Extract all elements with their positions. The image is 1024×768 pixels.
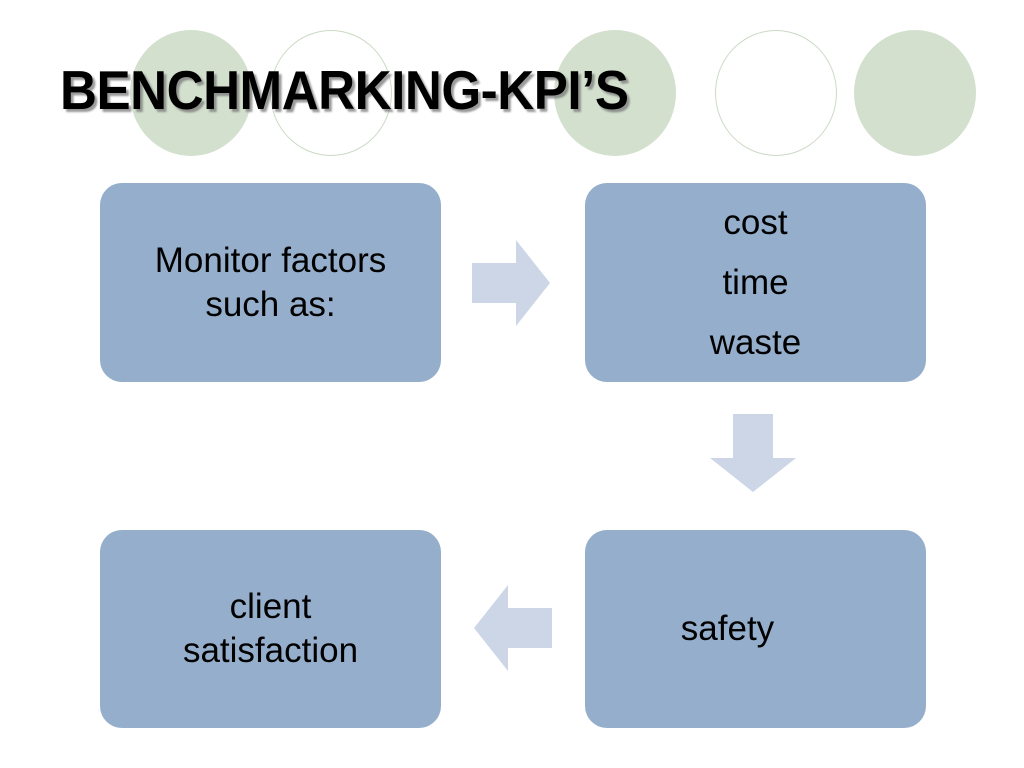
decorative-circle-4 bbox=[715, 30, 837, 156]
process-box-safety[interactable]: safety bbox=[585, 530, 926, 728]
process-box-monitor-factors-label: Monitor factors such as: bbox=[154, 240, 387, 324]
process-box-safety-label: safety bbox=[680, 609, 775, 648]
decorative-circle-5 bbox=[854, 30, 976, 156]
process-box-cost-time-waste-label: cost time waste bbox=[709, 202, 802, 362]
process-box-monitor-factors[interactable]: Monitor factors such as: bbox=[100, 183, 441, 382]
slide-title: BENCHMARKING-KPI’S bbox=[60, 59, 629, 121]
decorative-circle-2 bbox=[270, 30, 392, 156]
decorative-circle-3 bbox=[554, 30, 676, 156]
process-box-client-satisfaction-label: client satisfaction bbox=[182, 587, 359, 670]
arrow-right-icon bbox=[472, 240, 550, 326]
decorative-circle-1 bbox=[130, 30, 252, 156]
process-box-client-satisfaction[interactable]: client satisfaction bbox=[100, 530, 441, 728]
arrow-left-icon bbox=[474, 585, 552, 671]
process-box-cost-time-waste[interactable]: cost time waste bbox=[585, 183, 926, 382]
arrow-down-icon bbox=[710, 414, 796, 492]
